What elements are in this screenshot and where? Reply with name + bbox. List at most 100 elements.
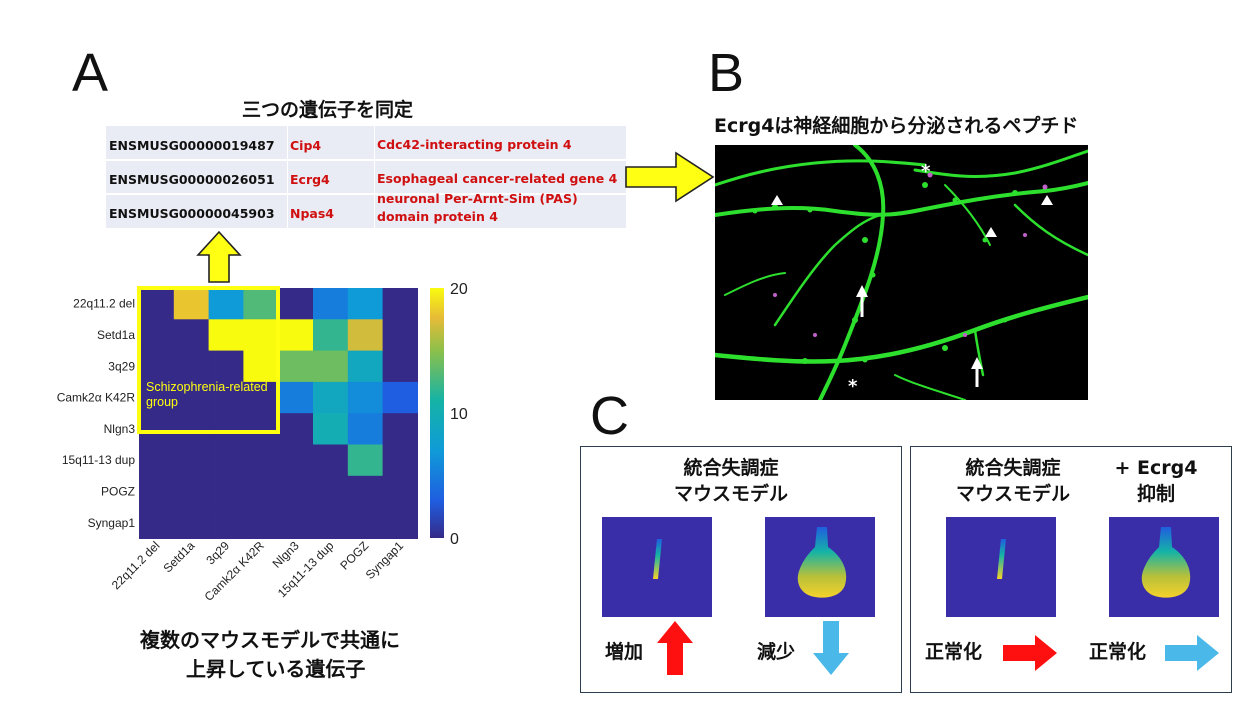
heatmap-cell (278, 381, 314, 414)
heatmap-cell (243, 319, 279, 352)
gene-id: ENSMUSG00000026051 (109, 172, 275, 187)
column-label: 3q29 (203, 538, 232, 567)
heatmap-cell (243, 475, 279, 508)
column-label: Nlgn3 (270, 538, 302, 570)
heatmap-cell (208, 507, 244, 539)
heatmap-cell (208, 319, 244, 352)
heatmap-cell (313, 288, 349, 320)
gene-row: ENSMUSG00000045903 Npas4 neuronal Per-Ar… (106, 191, 626, 228)
heatmap-cell (313, 413, 349, 446)
heatmap-cell (173, 413, 210, 446)
heatmap-cell (208, 413, 244, 446)
heatmap-cell (347, 288, 384, 320)
gene-description: Esophageal cancer-related gene 4 (377, 171, 618, 186)
heatmap-cell (382, 288, 418, 320)
heatmap-cell (313, 507, 349, 539)
heatmap-cell (278, 475, 314, 508)
heatmap-cell (173, 475, 210, 508)
heatmap-cell (139, 350, 175, 383)
heatmap-cell (208, 288, 244, 320)
table-title: 三つの遺伝子を同定 (242, 99, 414, 121)
gene-description: Cdc42-interacting protein 4 (377, 137, 572, 152)
row-label: 22q11.2 del (73, 297, 135, 311)
box2-caption-line1: 統合失調症 (965, 457, 1061, 479)
gene-description: neuronal Per-Arnt-Sim (PAS) domain prote… (377, 191, 578, 224)
heatmap-cell (382, 319, 418, 352)
right-red-arrow-icon (1003, 635, 1057, 671)
heatmap-cell (139, 507, 175, 539)
heatmap-cell (173, 444, 210, 477)
gene-symbol: Cip4 (290, 138, 322, 153)
heatmap-cell (139, 475, 175, 508)
mini-plot-large (765, 517, 875, 617)
panel-a-caption-line1: 複数のマウスモデルで共通に (140, 628, 400, 652)
heatmap-cell (382, 413, 418, 446)
right-blue-arrow-icon (1165, 635, 1219, 671)
colorbar-tick-label: 0 (450, 531, 459, 548)
heatmap-cell (173, 288, 210, 320)
heatmap-cell (313, 319, 349, 352)
heatmap-cell (347, 319, 384, 352)
label-decrease: 減少 (757, 641, 796, 663)
column-label: Syngap1 (363, 538, 407, 582)
heatmap-cell (243, 507, 279, 539)
row-label: Syngap1 (88, 516, 136, 530)
heatmap-cell (382, 507, 418, 539)
gene-symbol: Npas4 (290, 206, 334, 221)
heatmap-cell (208, 350, 244, 383)
heatmap-cell (173, 319, 210, 352)
heatmap-cell (347, 507, 384, 539)
heatmap-cell (208, 381, 244, 414)
heatmap-cell (347, 350, 384, 383)
mini-plot-large (1109, 517, 1219, 617)
row-label: POGZ (101, 485, 135, 499)
group-label: Schizophrenia-related group (146, 380, 271, 409)
label-increase: 増加 (605, 641, 644, 663)
heatmap-cell (278, 413, 314, 446)
row-label: 3q29 (108, 359, 135, 373)
heatmap-cell (313, 444, 349, 477)
row-label: Setd1a (97, 328, 135, 342)
svg-text:*: * (848, 376, 858, 397)
neuron-micrograph: * * (715, 145, 1088, 400)
up-red-arrow-icon (657, 621, 693, 675)
mini-plot-small (946, 517, 1056, 617)
colorbar-tick-label: 10 (450, 406, 468, 423)
heatmap-cell (347, 413, 384, 446)
heatmap-cell (243, 288, 279, 320)
heatmap-cell (243, 381, 279, 414)
gene-table: ENSMUSG00000019487 Cip4 Cdc42-interactin… (106, 126, 626, 228)
heatmap-cell (278, 288, 314, 320)
row-label: Camk2α K42R (57, 391, 136, 405)
panel-b-title: Ecrg4は神経細胞から分泌されるペプチド (714, 115, 1079, 137)
heatmap-cell (313, 381, 349, 414)
heatmap-cell (347, 444, 384, 477)
gene-row: ENSMUSG00000019487 Cip4 Cdc42-interactin… (106, 126, 626, 160)
box2-caption-right-line2: 抑制 (1136, 483, 1175, 505)
label-normalize-left: 正常化 (925, 641, 983, 663)
heatmap-cell (173, 381, 210, 414)
box2-caption-right-line1: + Ecrg4 (1114, 457, 1198, 479)
heatmap-cell (382, 444, 418, 477)
panel-c-box-2: 統合失調症 マウスモデル + Ecrg4 抑制 正常化 正常化 (910, 446, 1232, 693)
group-highlight-box (137, 286, 280, 434)
row-label: Nlgn3 (104, 422, 136, 436)
mini-plot-small (602, 517, 712, 617)
heatmap-cell (243, 350, 279, 383)
heatmap-cell (173, 350, 210, 383)
heatmap-cell (278, 319, 314, 352)
heatmap-cell (139, 444, 175, 477)
up-arrow-icon (196, 230, 242, 283)
colorbar-tick-label: 20 (450, 281, 468, 298)
heatmap-cell (208, 475, 244, 508)
heatmap-cell (382, 475, 418, 508)
panel-c-letter: C (590, 386, 629, 446)
heatmap-cell (382, 350, 418, 383)
heatmap-cell (139, 288, 175, 320)
heatmap-cell (382, 381, 418, 414)
box1-caption-line2: マウスモデル (673, 483, 788, 505)
heatmap-cell (313, 475, 349, 508)
heatmap-cell (278, 444, 314, 477)
panel-a-letter: A (72, 43, 109, 103)
